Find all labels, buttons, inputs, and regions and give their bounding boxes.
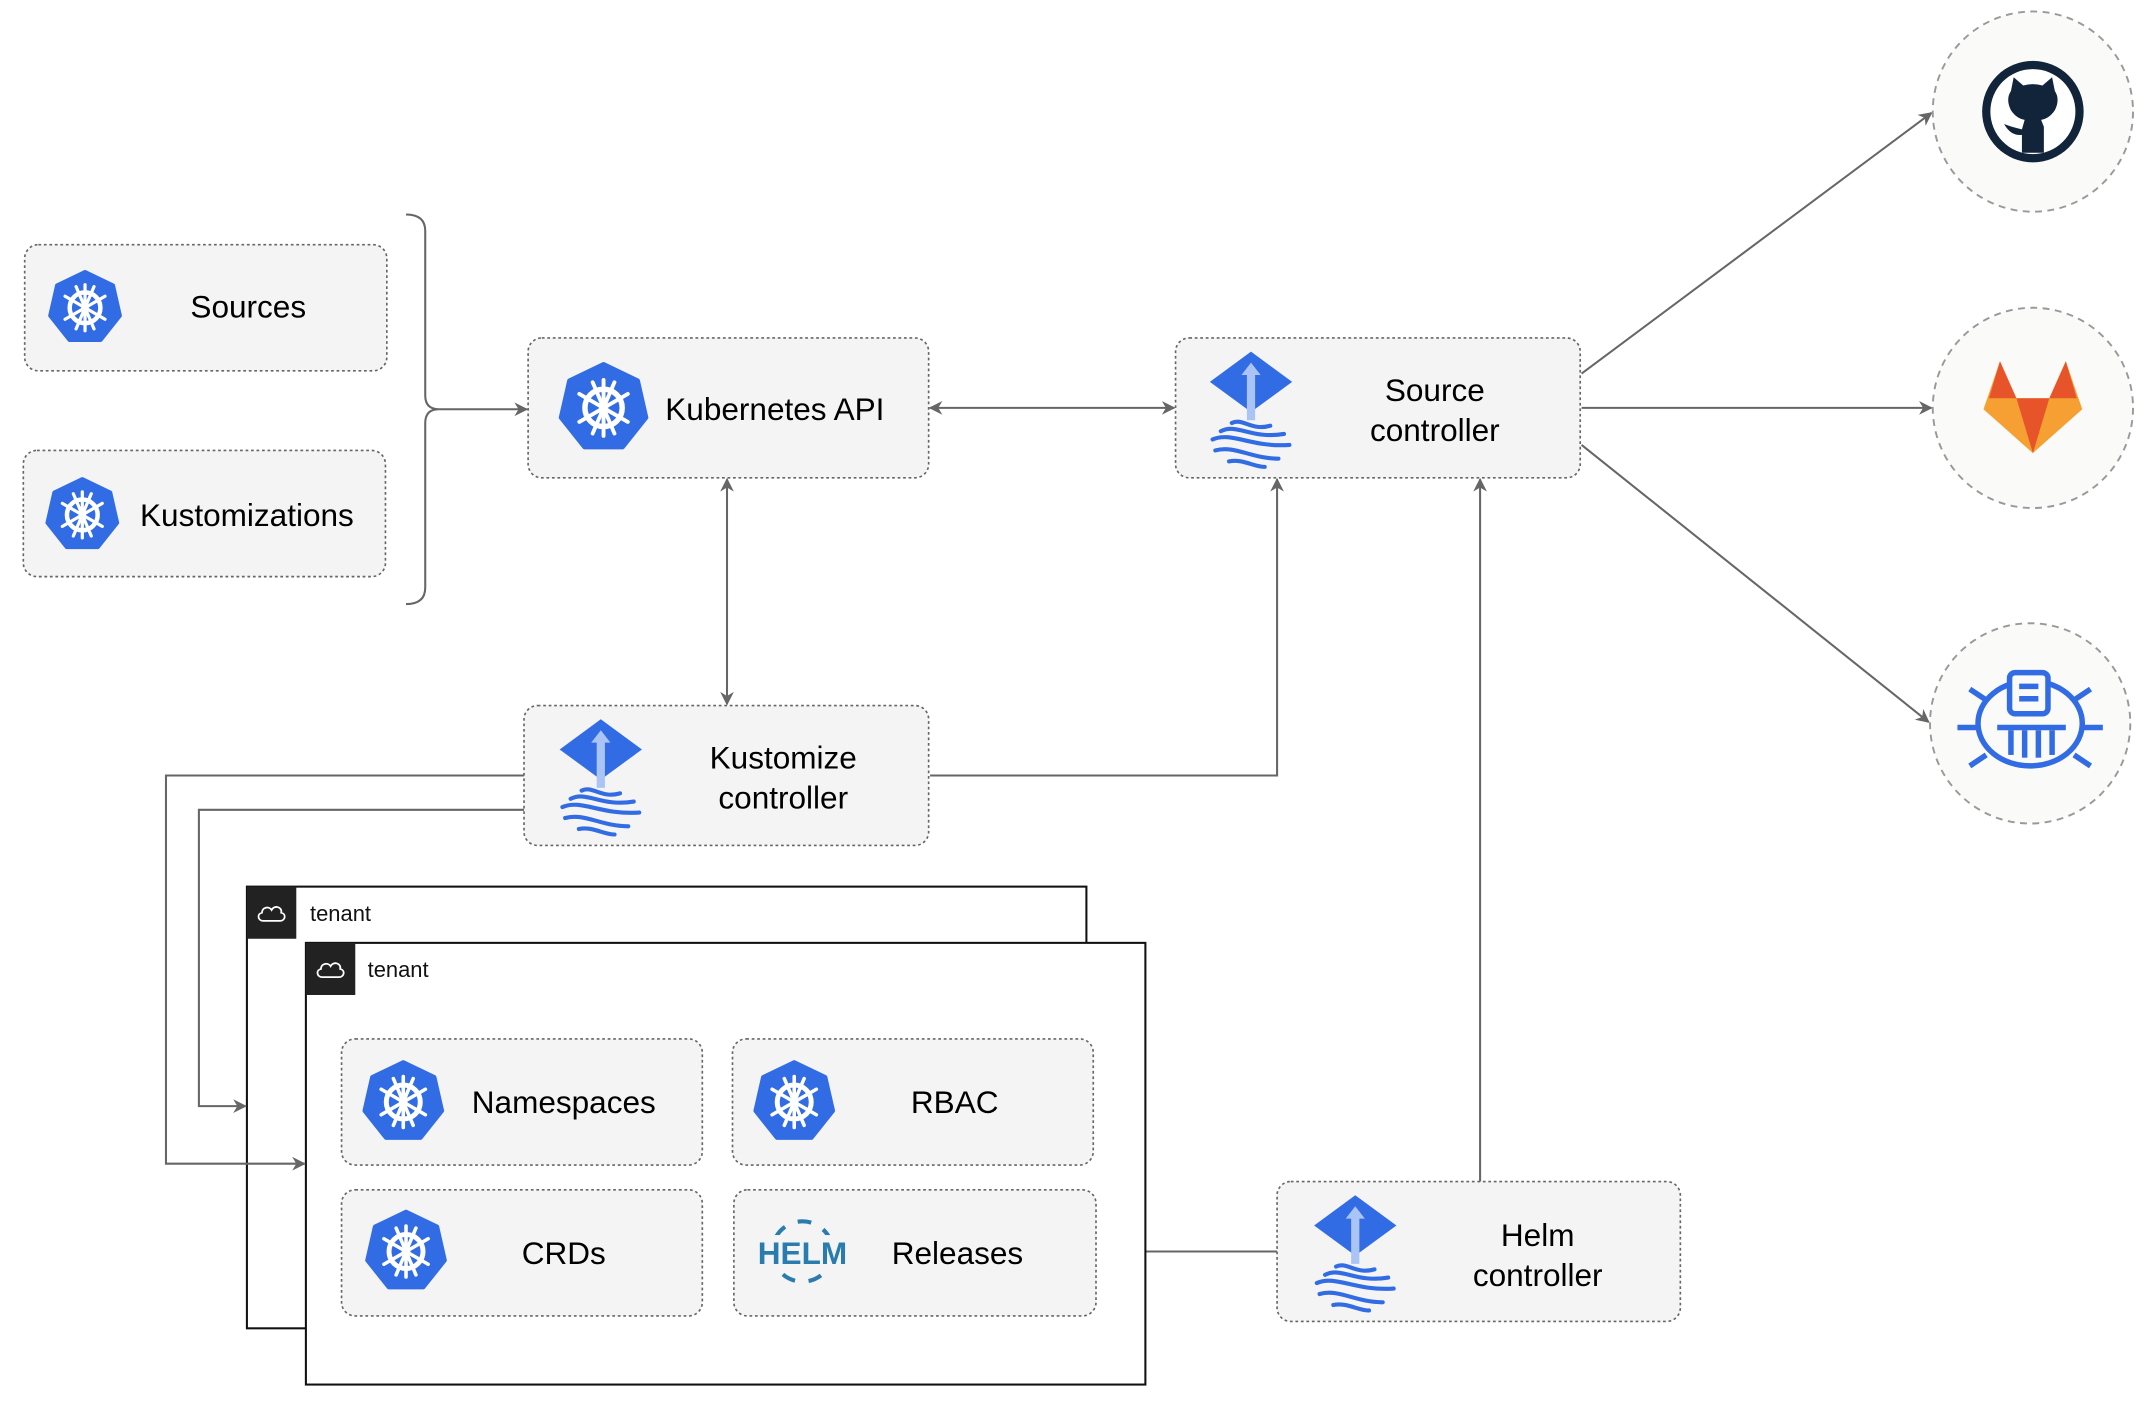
helm-repository-icon [1957, 669, 2103, 769]
node-label: Kubernetes API [665, 391, 884, 427]
helm-icon: HELM [758, 1219, 847, 1284]
node-label: Source [1385, 372, 1485, 408]
node-label: controller [1473, 1257, 1603, 1293]
kubernetes-icon [561, 364, 646, 447]
kubernetes-icon [50, 272, 120, 340]
github-source[interactable] [1931, 10, 2134, 213]
arrow-kustomize-to-tenant-front [164, 774, 524, 1171]
node-sources[interactable]: Sources [23, 243, 388, 372]
node-helm-controller[interactable]: Helm controller [1276, 1180, 1682, 1323]
kubernetes-icon [47, 479, 117, 547]
kubernetes-icon [365, 1062, 442, 1137]
arrow-to-helm-repo [1580, 444, 1930, 723]
node-namespaces[interactable]: Namespaces [340, 1038, 704, 1166]
tenant-label: tenant [310, 901, 371, 926]
node-kustomize-controller[interactable]: Kustomize controller [523, 704, 930, 847]
kubernetes-icon [756, 1062, 833, 1137]
node-label: Releases [892, 1235, 1023, 1271]
node-rbac[interactable]: RBAC [731, 1038, 1095, 1166]
node-kustomizations[interactable]: Kustomizations [22, 449, 387, 578]
github-icon [1982, 60, 2084, 163]
node-kubernetes-api[interactable]: Kubernetes API [527, 337, 930, 479]
gitlab-source[interactable] [1931, 306, 2134, 509]
kubernetes-icon [367, 1212, 444, 1287]
node-crds[interactable]: CRDs [340, 1188, 704, 1317]
arrow-kustomize-to-source [930, 477, 1284, 777]
helm-repository-source[interactable] [1929, 622, 2132, 825]
node-label: RBAC [911, 1084, 999, 1120]
node-label: CRDs [522, 1235, 606, 1271]
connectors [438, 112, 1933, 1259]
arrow-kustomize-to-tenant-back [197, 808, 524, 1113]
node-label: controller [718, 779, 848, 815]
node-label: Kustomizations [140, 497, 354, 533]
node-label: Kustomize [710, 740, 857, 776]
node-label: controller [1370, 412, 1500, 448]
node-label: Helm [1501, 1217, 1575, 1253]
node-releases[interactable]: HELM Releases [733, 1188, 1097, 1317]
arrow-to-github [1580, 112, 1933, 375]
grouping-brace [406, 213, 439, 606]
node-label: Sources [190, 288, 306, 324]
tenant-label: tenant [368, 957, 429, 982]
node-label: Namespaces [472, 1084, 656, 1120]
gitlab-icon [1983, 361, 2083, 454]
helm-logo-text: HELM [758, 1235, 847, 1271]
node-source-controller[interactable]: Source controller [1174, 337, 1582, 479]
